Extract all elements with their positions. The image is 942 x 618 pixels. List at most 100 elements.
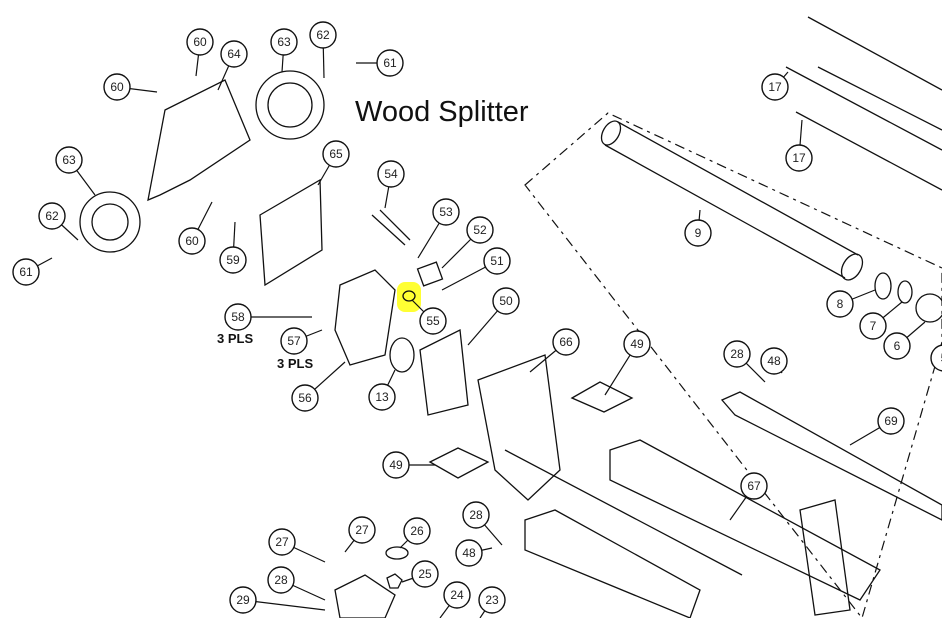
plate-65 — [259, 178, 323, 287]
callout-28: 28 — [267, 566, 295, 594]
callout-69: 69 — [877, 407, 905, 435]
callout-48: 48 — [455, 539, 483, 567]
pump-56 — [334, 269, 396, 366]
callout-65: 65 — [322, 140, 350, 168]
callout-number: 48 — [767, 354, 781, 368]
frame-66 — [477, 354, 561, 501]
pulley-6 — [915, 293, 942, 323]
callout-circle — [883, 332, 911, 360]
rail — [524, 509, 701, 618]
callout-circle — [267, 566, 295, 594]
callout-circle — [403, 517, 431, 545]
callout-number: 8 — [837, 297, 844, 311]
seal-7 — [897, 280, 913, 304]
callout-circle — [368, 383, 396, 411]
callout-number: 24 — [450, 588, 464, 602]
callout-52: 52 — [466, 216, 494, 244]
highlight-part-55 — [397, 282, 421, 312]
callout-28: 28 — [723, 340, 751, 368]
callout-50: 50 — [492, 287, 520, 315]
valve-block — [334, 574, 396, 618]
bolt-54 — [371, 209, 411, 246]
callout-55: 55 — [419, 307, 447, 335]
callout-number: 63 — [277, 35, 291, 49]
callout-number: 48 — [462, 546, 476, 560]
callout-60: 60 — [178, 227, 206, 255]
callout-49: 49 — [623, 330, 651, 358]
callout-circle — [443, 581, 471, 609]
knob-26 — [385, 546, 409, 560]
callout-circle — [348, 516, 376, 544]
callout-number: 6 — [894, 339, 901, 353]
pulley-63-top — [255, 70, 325, 140]
callout-number: 28 — [730, 347, 744, 361]
beam-69 — [720, 391, 942, 521]
callout-circle — [483, 247, 511, 275]
callout-circle — [280, 327, 308, 355]
beam-base — [609, 439, 881, 601]
callout-23: 23 — [478, 586, 506, 614]
callout-circle — [723, 340, 751, 368]
callout-circle — [291, 384, 319, 412]
callout-number: 55 — [426, 314, 440, 328]
callout-circle — [930, 344, 942, 372]
callout-circle — [309, 21, 337, 49]
callout-circle — [268, 528, 296, 556]
callout-number: 57 — [287, 334, 301, 348]
callout-circle — [220, 40, 248, 68]
callout-circle — [760, 347, 788, 375]
hydraulic-cylinder — [600, 120, 864, 281]
callout-circle — [478, 586, 506, 614]
callout-circle — [785, 144, 813, 172]
callout-circle — [740, 472, 768, 500]
callout-circle — [224, 303, 252, 331]
callout-circle — [376, 49, 404, 77]
callout-circle — [178, 227, 206, 255]
wedge — [799, 499, 851, 616]
callout-27: 27 — [268, 528, 296, 556]
callout-number: 5 — [941, 351, 942, 365]
callout-circle — [455, 539, 483, 567]
callout-number: 65 — [329, 147, 343, 161]
gasket-49-left — [428, 447, 490, 479]
callout-circle — [552, 328, 580, 356]
callout-number: 49 — [389, 458, 403, 472]
callout-number: 17 — [792, 151, 806, 165]
callout-17: 17 — [761, 73, 789, 101]
seal-8 — [874, 272, 892, 300]
callout-7: 7 — [859, 312, 887, 340]
callout-number: 23 — [485, 593, 499, 607]
callout-circle — [859, 312, 887, 340]
callout-number: 63 — [62, 153, 76, 167]
callout-circle — [382, 451, 410, 479]
callout-25: 25 — [411, 560, 439, 588]
callout-number: 51 — [490, 254, 504, 268]
callout-number: 60 — [185, 234, 199, 248]
callout-circle — [55, 146, 83, 174]
callout-53: 53 — [432, 198, 460, 226]
callout-61: 61 — [376, 49, 404, 77]
callout-number: 27 — [355, 523, 369, 537]
callout-number: 58 — [231, 310, 245, 324]
callout-59: 59 — [219, 246, 247, 274]
callout-63: 63 — [270, 28, 298, 56]
callout-number: 9 — [695, 226, 702, 240]
callout-number: 54 — [384, 167, 398, 181]
callout-9: 9 — [684, 219, 712, 247]
quantity-label: 3 PLS — [277, 356, 314, 371]
o-ring-13 — [389, 337, 415, 373]
callout-circle — [322, 140, 350, 168]
callout-48: 48 — [760, 347, 788, 375]
pulley-63-left-hub — [91, 203, 129, 241]
callout-number: 52 — [473, 223, 487, 237]
callout-26: 26 — [403, 517, 431, 545]
callout-57: 57 — [280, 327, 308, 355]
callout-62: 62 — [309, 21, 337, 49]
callout-29: 29 — [229, 586, 257, 614]
callout-8: 8 — [826, 290, 854, 318]
callout-circle — [419, 307, 447, 335]
diagram-title: Wood Splitter — [355, 96, 529, 128]
callout-circle — [103, 73, 131, 101]
callout-circle — [826, 290, 854, 318]
callout-circle — [462, 501, 490, 529]
